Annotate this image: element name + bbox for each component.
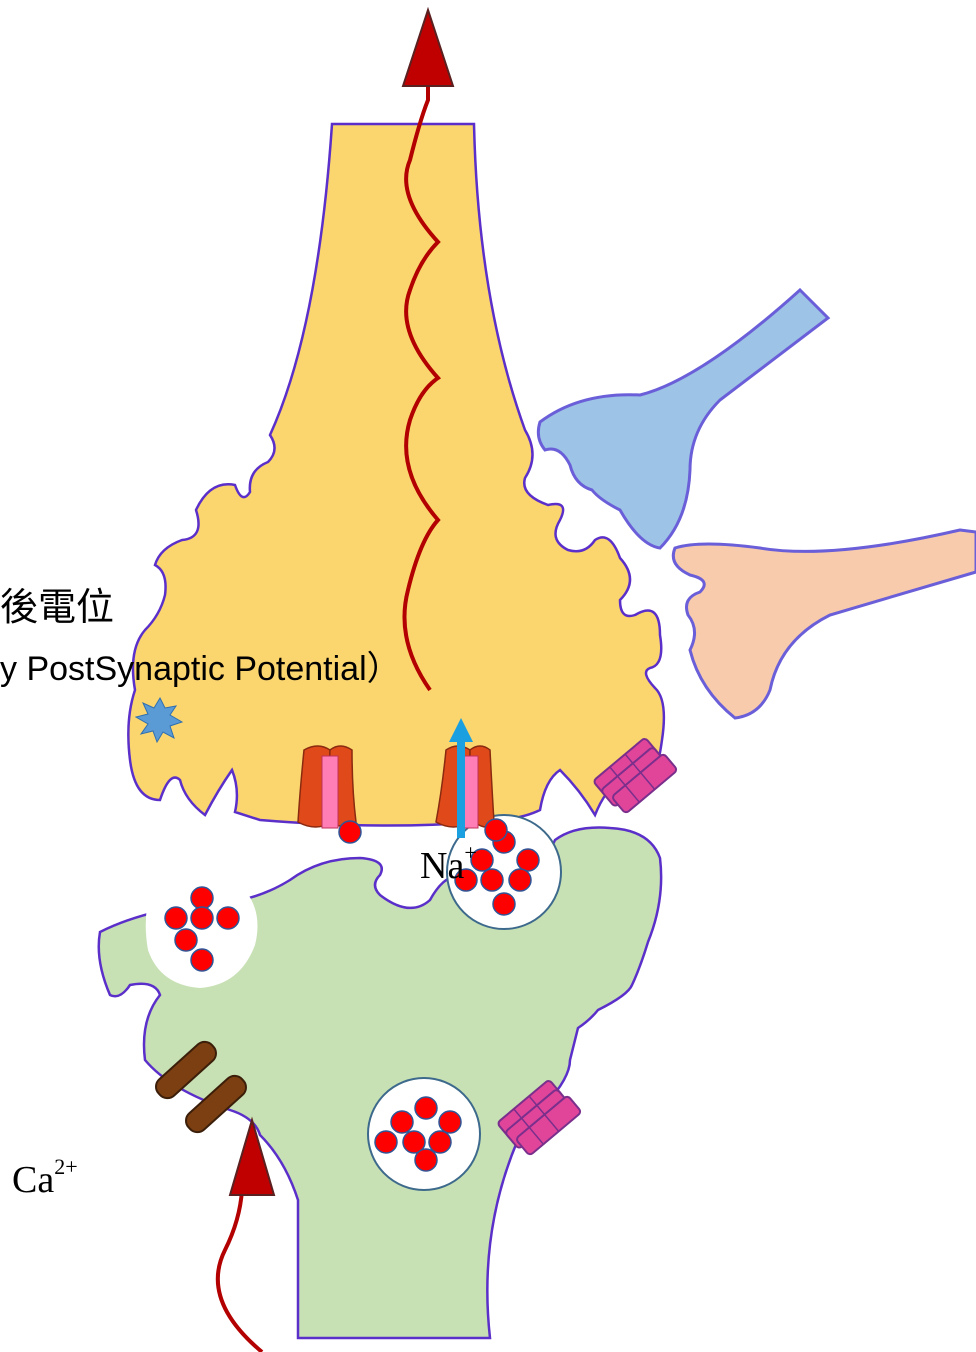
neurotransmitter-dot (429, 1131, 451, 1153)
neurotransmitter-dot (509, 869, 531, 891)
neurotransmitter-dot (391, 1111, 413, 1133)
neurotransmitter-dot (175, 929, 197, 951)
bound-neurotransmitter (339, 821, 361, 843)
action-potential-line-in (218, 1190, 262, 1352)
bound-neurotransmitter (485, 819, 507, 841)
neurotransmitter-dot (191, 887, 213, 909)
calcium-ion-charge: 2+ (54, 1154, 77, 1179)
receptor-channel (298, 746, 361, 843)
neurotransmitter-dot (517, 849, 539, 871)
calcium-ion-base: Ca (12, 1159, 54, 1201)
epsp-label-english: y PostSynaptic Potential） (0, 650, 401, 688)
synaptic-vesicle (368, 1078, 480, 1190)
peach-axon-terminal (673, 530, 976, 718)
blue-axon-terminal (538, 290, 828, 548)
neurotransmitter-dot (415, 1097, 437, 1119)
neurotransmitter-dot (439, 1111, 461, 1133)
calcium-ion-label: Ca2+ (12, 1154, 78, 1201)
neurotransmitter-dot (165, 907, 187, 929)
epsp-label-japanese: 後電位 (0, 587, 114, 629)
neurotransmitter-dot (375, 1131, 397, 1153)
action-potential-arrow-icon (403, 10, 453, 86)
neurotransmitter-dot (481, 869, 503, 891)
neurotransmitter-dot (191, 907, 213, 929)
neurotransmitter-dot (217, 907, 239, 929)
neurotransmitter-dot (493, 893, 515, 915)
neurotransmitter-dot (415, 1149, 437, 1171)
neurotransmitter-dot (191, 949, 213, 971)
sodium-ion-base: Na (420, 845, 464, 887)
sodium-ion-charge: + (464, 840, 476, 865)
